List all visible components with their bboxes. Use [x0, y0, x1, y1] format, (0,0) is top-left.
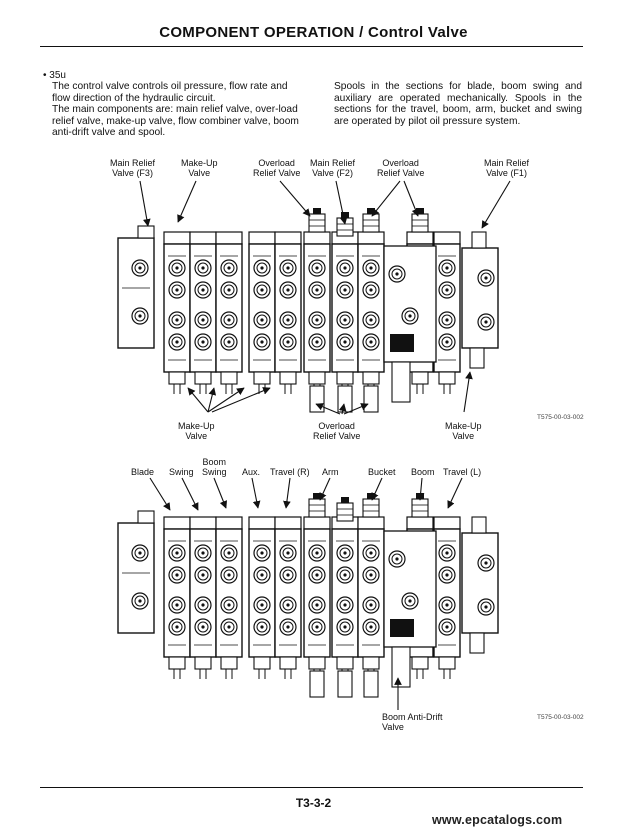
callout-arrows-top — [139, 180, 511, 415]
footer-rule — [40, 787, 583, 788]
label-boom: Boom — [411, 467, 435, 477]
label-overload-top-right: Overload Relief Valve — [377, 158, 425, 178]
label-travel-l: Travel (L) — [443, 467, 482, 477]
valve-drawing-bottom — [118, 493, 498, 697]
label-makeup-top: Make-Up Valve — [181, 158, 218, 178]
label-travel-r: Travel (R) — [270, 467, 310, 477]
figure-code: T575-00-03-002 — [537, 714, 584, 721]
intro-paragraph: The main components are: main relief val… — [52, 104, 299, 139]
callout-arrows-bottom — [149, 477, 463, 710]
intro-column-left: The control valve controls oil pressure,… — [52, 81, 304, 139]
figure-code: T575-00-03-002 — [537, 414, 584, 421]
label-blade: Blade — [131, 467, 155, 477]
intro-column-right: Spools in the sections for blade, boom s… — [334, 81, 582, 127]
label-swing: Swing — [169, 467, 194, 477]
label-main-relief-f1: Main Relief Valve (F1) — [484, 158, 530, 178]
label-main-relief-f2: Main Relief Valve (F2) — [310, 158, 356, 178]
label-makeup-bottom-right: Make-Up Valve — [445, 421, 482, 441]
label-makeup-bottom-left: Make-Up Valve — [178, 421, 215, 441]
label-bucket: Bucket — [368, 467, 396, 477]
label-aux: Aux. — [242, 467, 261, 477]
intro-paragraph: Spools in the sections for blade, boom s… — [334, 81, 582, 127]
header-rule — [40, 46, 583, 47]
watermark: www.epcatalogs.com — [432, 813, 563, 827]
label-overload-bottom: Overload Relief Valve — [313, 421, 361, 441]
page-title: COMPONENT OPERATION / Control Valve — [159, 24, 468, 41]
label-boom-swing: Boom Swing — [202, 457, 227, 477]
label-arm: Arm — [322, 467, 339, 477]
valve-drawing-top — [118, 208, 498, 412]
model-bullet: • 35u — [43, 70, 66, 81]
label-overload-top-left: Overload Relief Valve — [253, 158, 301, 178]
model-label: 35u — [49, 70, 66, 81]
page-number: T3-3-2 — [295, 796, 332, 810]
intro-paragraph: The control valve controls oil pressure,… — [52, 81, 288, 104]
label-main-relief-f3: Main Relief Valve (F3) — [110, 158, 156, 178]
label-boom-anti-drift: Boom Anti-Drift Valve — [382, 712, 443, 732]
